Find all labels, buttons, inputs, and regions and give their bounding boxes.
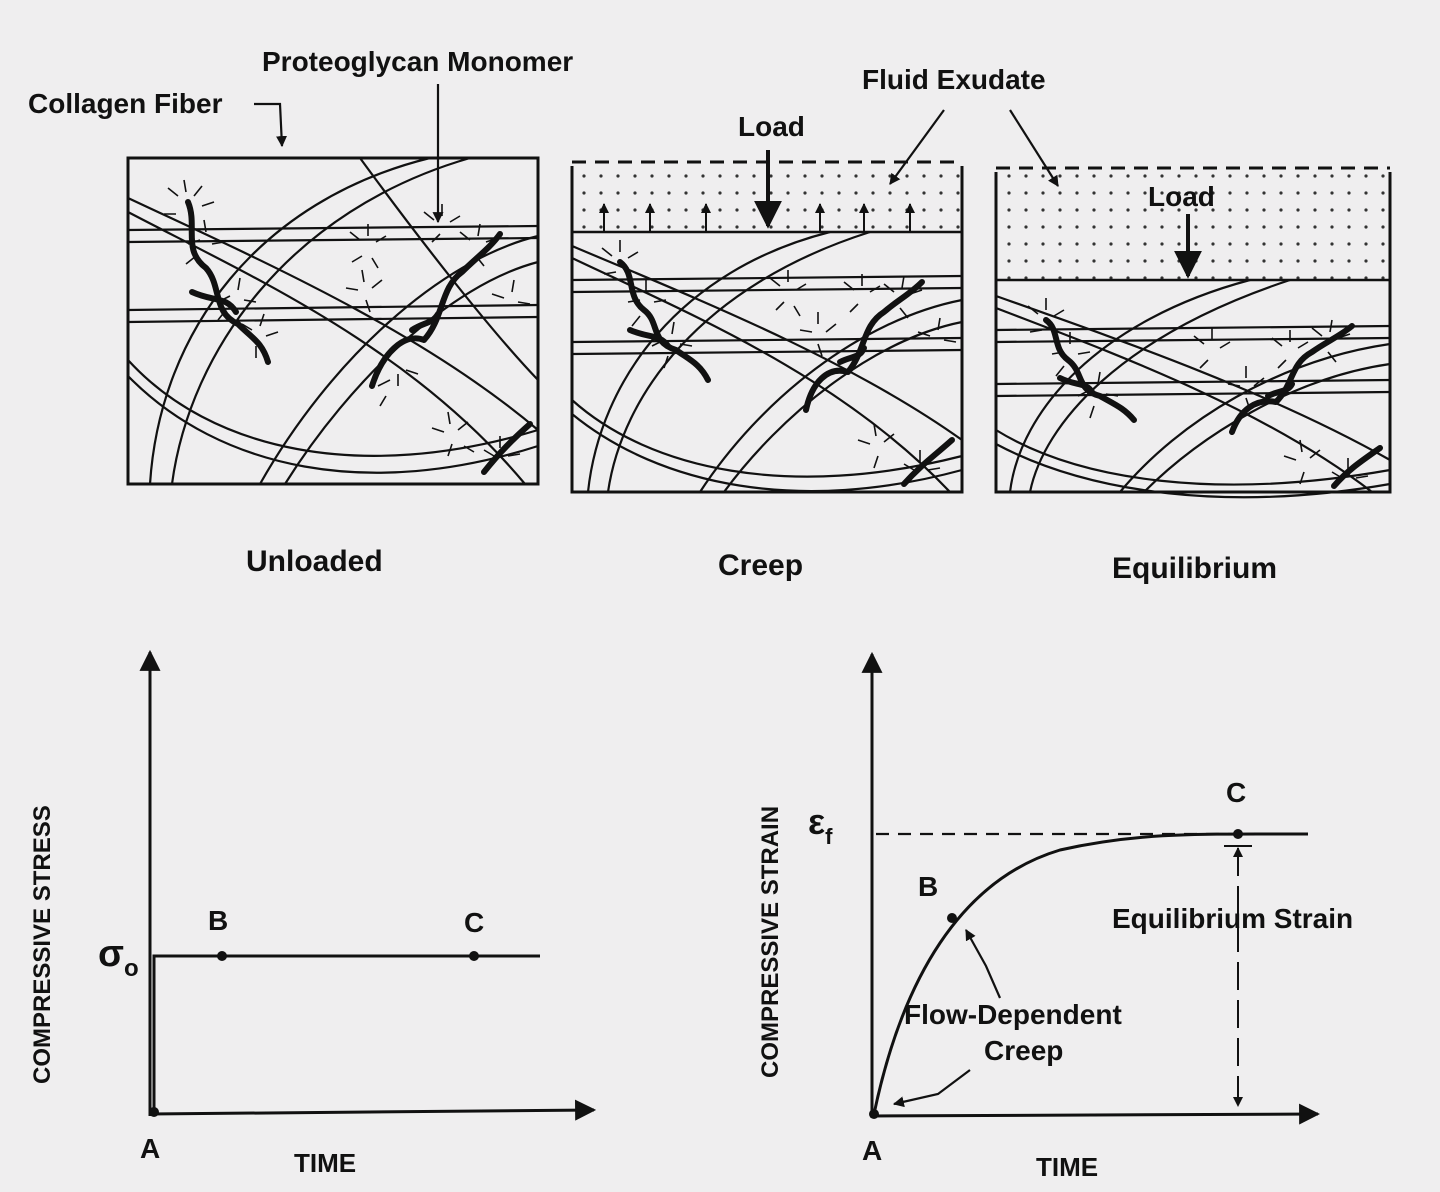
- stress-y-label: COMPRESSIVE STRESS: [29, 805, 56, 1084]
- creep-label: Creep: [984, 1035, 1063, 1066]
- panel-creep: [570, 150, 964, 494]
- panel-creep-frame: [570, 166, 964, 494]
- proteoglycan-cores-creep: [617, 259, 955, 487]
- strain-point-a-label: A: [862, 1135, 882, 1166]
- strain-x-axis: [871, 1103, 1321, 1125]
- load-label-creep: Load: [738, 111, 805, 142]
- stress-step-curve: [152, 954, 540, 1114]
- strain-point-c-marker: [1233, 829, 1243, 839]
- panel-equilibrium: [994, 166, 1392, 499]
- stress-point-b-label: B: [208, 905, 228, 936]
- stress-level-subscript: o: [124, 955, 139, 982]
- proteoglycan-bristles-equilibrium: [1027, 298, 1369, 485]
- strain-point-c-label: C: [1226, 777, 1246, 808]
- collagen-fibers-equilibrium: [995, 278, 1391, 499]
- strain-point-b-marker: [947, 913, 957, 923]
- load-label-equilibrium: Load: [1148, 181, 1215, 212]
- stress-point-b-marker: [217, 951, 227, 961]
- fluid-flow-arrows-creep: [599, 203, 915, 232]
- strain-plot: A B C εf Equilibrium Strain Flow-Depende…: [757, 651, 1353, 1182]
- stress-plot: A B C σo TIME COMPRESSIVE STRESS: [29, 649, 597, 1178]
- stress-point-c-marker: [469, 951, 479, 961]
- stress-point-a-label: A: [140, 1133, 160, 1164]
- equilibrium-strain-label: Equilibrium Strain: [1112, 903, 1353, 934]
- strain-x-label: TIME: [1036, 1152, 1098, 1182]
- stress-x-label: TIME: [294, 1148, 356, 1178]
- caption-unloaded: Unloaded: [246, 545, 383, 578]
- collagen-fiber-label: Collagen Fiber: [28, 88, 223, 119]
- flow-dependent-label: Flow-Dependent: [904, 999, 1122, 1030]
- strain-y-label: COMPRESSIVE STRAIN: [757, 806, 784, 1078]
- proteoglycan-cores-unloaded: [185, 199, 533, 475]
- proteoglycan-monomer-label: Proteoglycan Monomer: [262, 46, 573, 77]
- strain-creep-curve: [872, 832, 1309, 1115]
- top-label-leaders: [254, 84, 1059, 224]
- proteoglycan-bristles-creep: [601, 240, 957, 471]
- strain-level-symbol: ε: [808, 801, 825, 842]
- strain-level-label: εf: [808, 801, 833, 849]
- caption-creep: Creep: [718, 549, 803, 582]
- strain-point-a-marker: [869, 1109, 879, 1119]
- stress-level-symbol: σ: [98, 933, 124, 975]
- strain-point-b-label: B: [918, 871, 938, 902]
- stress-point-a-marker: [149, 1107, 159, 1117]
- proteoglycan-bristles-unloaded: [164, 179, 531, 457]
- proteoglycan-cores-equilibrium: [1043, 317, 1383, 489]
- stress-x-axis: [149, 1099, 597, 1121]
- flow-dependent-leaders: [892, 929, 1002, 1108]
- fluid-exudate-label: Fluid Exudate: [862, 64, 1046, 95]
- stress-level-label: σo: [98, 933, 139, 982]
- panel-equilibrium-frame: [994, 172, 1392, 494]
- panel-unloaded: [126, 156, 540, 486]
- strain-level-subscript: f: [825, 824, 833, 849]
- stress-point-c-label: C: [464, 907, 484, 938]
- caption-equilibrium: Equilibrium: [1112, 552, 1277, 585]
